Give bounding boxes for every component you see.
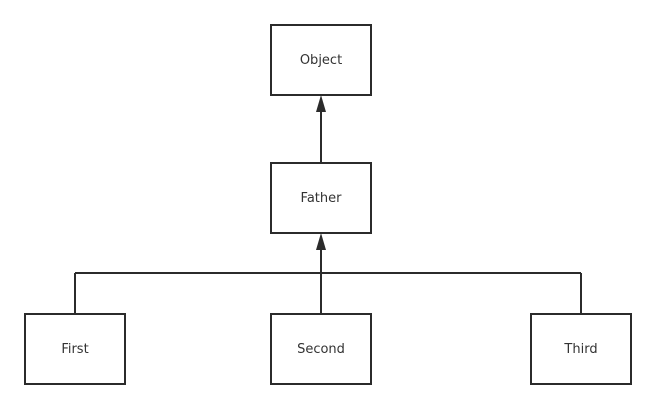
node-object[interactable]: Object	[270, 24, 372, 96]
node-father-label: Father	[300, 190, 342, 206]
node-second[interactable]: Second	[270, 313, 372, 385]
node-third-label: Third	[564, 341, 598, 357]
arrowhead-father	[316, 233, 326, 250]
node-object-label: Object	[299, 52, 343, 68]
node-first[interactable]: First	[24, 313, 126, 385]
node-third[interactable]: Third	[530, 313, 632, 385]
node-father[interactable]: Father	[270, 162, 372, 234]
node-first-label: First	[61, 341, 89, 357]
arrowhead-object	[316, 95, 326, 112]
node-second-label: Second	[297, 341, 345, 357]
